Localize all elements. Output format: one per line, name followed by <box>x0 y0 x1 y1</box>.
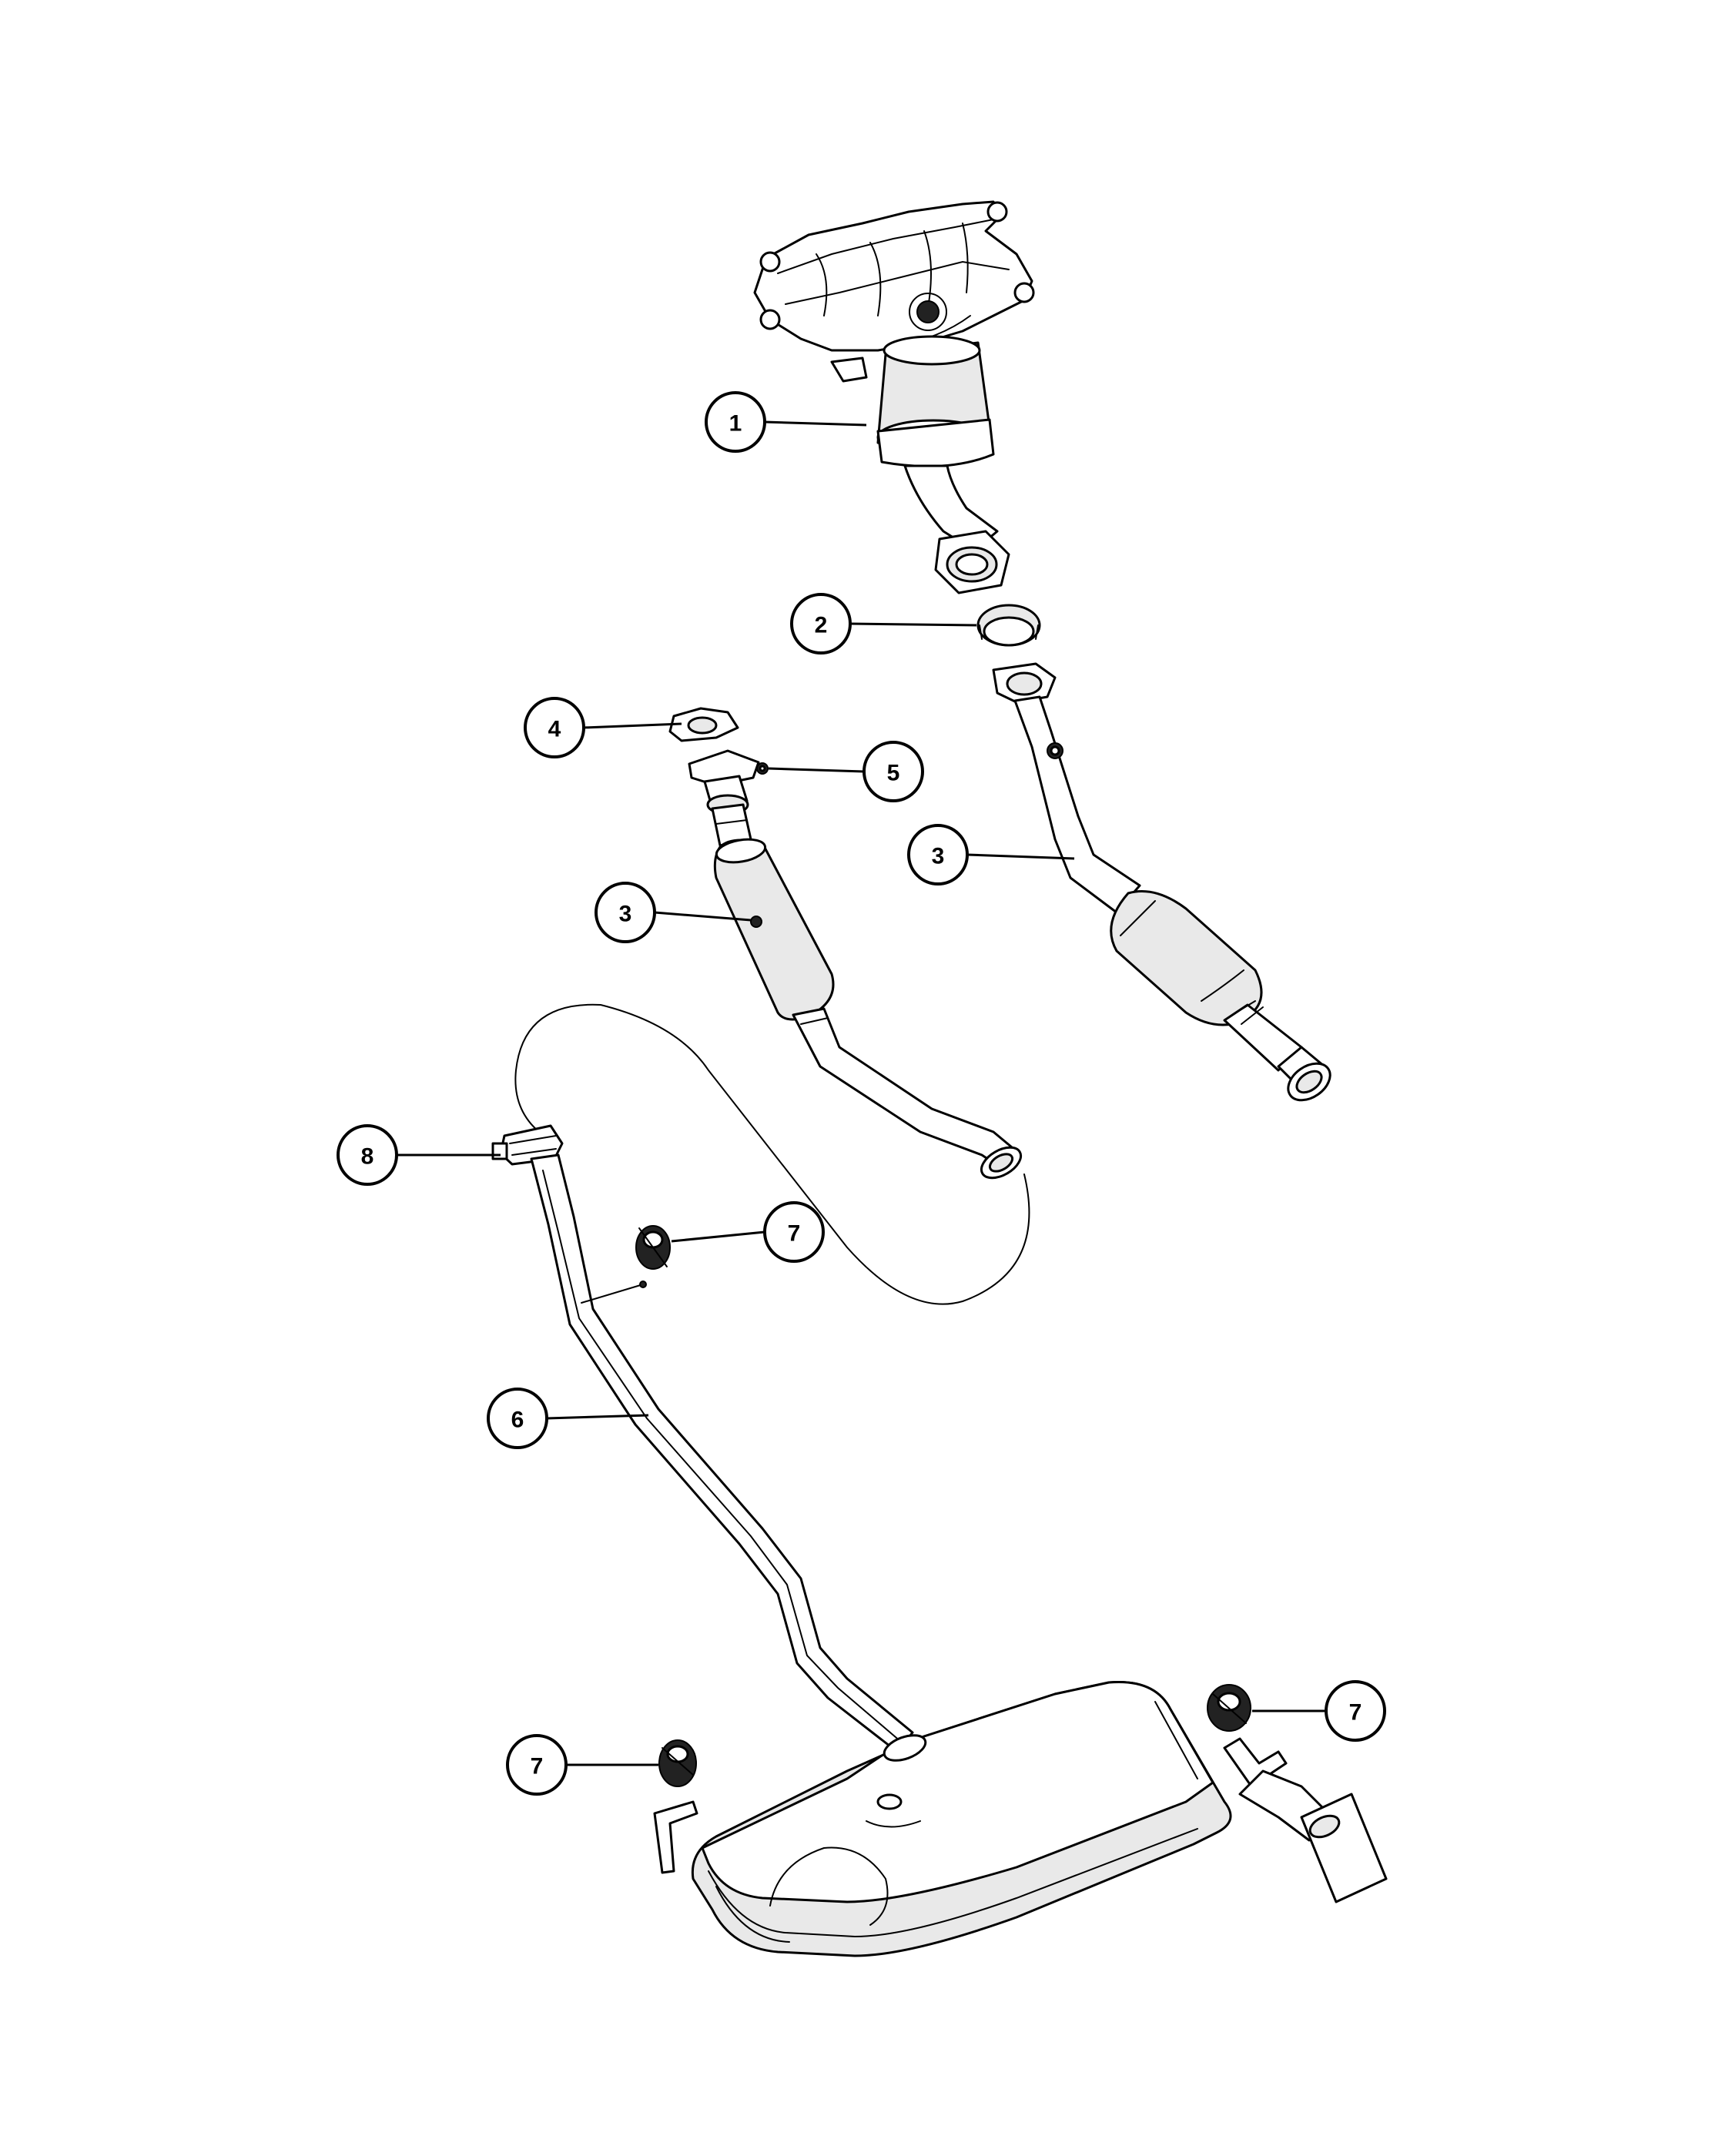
part-front-pipe-right <box>992 662 1331 1102</box>
callout-6-label: 6 <box>511 1408 524 1433</box>
part-exhaust-manifold-converter <box>753 200 1035 594</box>
callout-3-right: 3 <box>907 824 1075 886</box>
callout-2-label: 2 <box>815 613 828 638</box>
part-seal-ring <box>976 604 1041 647</box>
callout-3-left: 3 <box>595 882 752 943</box>
part-isolator-rear-right <box>1207 1684 1251 1732</box>
callout-6: 6 <box>487 1388 649 1449</box>
callout-3-right-label: 3 <box>932 844 945 869</box>
part-isolator-upper <box>635 1225 671 1270</box>
callout-2: 2 <box>790 593 977 654</box>
callout-7-rear-left: 7 <box>506 1734 658 1796</box>
callout-7-upper-label: 7 <box>788 1221 801 1247</box>
callout-7-upper: 7 <box>671 1201 825 1263</box>
callout-8: 8 <box>337 1124 501 1186</box>
callout-5-label: 5 <box>887 761 900 786</box>
part-isolator-rear-left <box>658 1739 697 1787</box>
callout-7-rear-right: 7 <box>1252 1680 1386 1742</box>
callout-4-label: 4 <box>548 717 561 742</box>
part-tailpipe-muffler <box>530 1153 1388 1957</box>
callout-4: 4 <box>524 697 682 758</box>
callout-7-rear-left-label: 7 <box>531 1754 544 1779</box>
part-intermediate-pipe-left <box>514 749 1030 1305</box>
part-gasket <box>668 707 739 742</box>
callout-1: 1 <box>705 391 867 453</box>
callout-8-label: 8 <box>361 1144 374 1170</box>
callouts: 1 2 4 5 3 3 <box>337 391 1386 1796</box>
callout-3-left-label: 3 <box>619 902 632 927</box>
callout-7-rear-right-label: 7 <box>1349 1700 1362 1726</box>
callout-1-label: 1 <box>729 411 742 437</box>
callout-5: 5 <box>768 741 924 802</box>
part-clamp <box>491 1124 564 1166</box>
